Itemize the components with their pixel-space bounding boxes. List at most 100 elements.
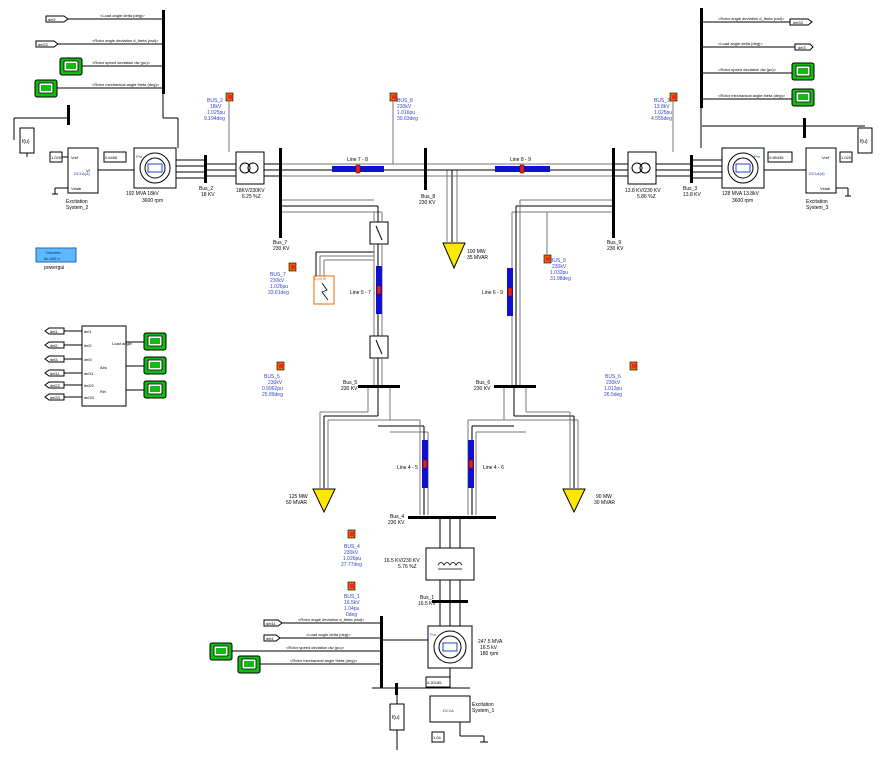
line-7-8[interactable] xyxy=(282,163,425,177)
sig-rotor-speed-dev: <Rotor speed deviation dw (pu)> xyxy=(286,645,345,650)
bus1-kv: 16.5 KV xyxy=(418,601,436,607)
measurement-icon[interactable] xyxy=(288,262,297,272)
bus5-name: Bus_5 xyxy=(343,380,357,386)
load6-p: 90 MW xyxy=(596,494,612,500)
gen2-signal-area: del2 <Load angle delta (deg)> del22 <Rot… xyxy=(34,10,179,148)
from-tag[interactable]: del2 xyxy=(50,343,58,348)
goto-tag-icon[interactable] xyxy=(45,15,69,23)
scope-icon[interactable] xyxy=(34,79,58,98)
meas-bus9-name: BUS_9 xyxy=(550,258,566,264)
meas-bus3-name: BUS_3 xyxy=(654,98,670,104)
line-6-9[interactable] xyxy=(507,200,521,385)
scope-icon[interactable] xyxy=(237,655,261,674)
transformer-t3[interactable] xyxy=(627,151,657,185)
meas-bus2-name: BUS_2 xyxy=(207,98,223,104)
exciter-block[interactable] xyxy=(805,147,837,194)
line-5-7[interactable] xyxy=(373,244,383,336)
scope-icon[interactable] xyxy=(59,57,83,76)
breaker-top-57[interactable] xyxy=(369,221,389,245)
meas-bus3-ang: 4.555deg xyxy=(651,116,672,122)
goto-tag-icon[interactable] xyxy=(35,40,59,48)
vref-value: 0.6496 xyxy=(105,155,118,160)
scope-icon[interactable] xyxy=(791,88,815,107)
meas-bus1-v: 16.5kV xyxy=(344,600,360,606)
exciter-label: DC1A(4) xyxy=(809,171,825,176)
meas-bus4-ang: 27.77deg xyxy=(341,562,362,568)
fu-label: f(u) xyxy=(860,139,868,145)
load-triangle-icon[interactable] xyxy=(442,242,466,270)
meas-bus5-pu: 0.9962pu xyxy=(262,386,283,392)
goto-tag-icon[interactable] xyxy=(263,619,283,627)
bus9-bar xyxy=(612,148,615,238)
load-triangle-icon[interactable] xyxy=(562,488,586,514)
t2-rating: 18KV/230KV xyxy=(236,188,265,194)
breaker-bottom-57[interactable] xyxy=(369,335,389,359)
pref-const[interactable] xyxy=(839,151,853,163)
scope-icon[interactable] xyxy=(143,380,167,399)
goto-tag-icon[interactable] xyxy=(794,43,814,51)
measurement-icon[interactable] xyxy=(347,581,356,591)
exc-name-1: Excitation xyxy=(472,702,494,708)
measurement-icon[interactable] xyxy=(669,92,678,102)
transformer-t2[interactable] xyxy=(235,151,265,185)
gen1-controls: 0.20185 f(u) DC1A Excitation System_1 1.… xyxy=(389,668,494,750)
bus7-bar xyxy=(279,148,282,238)
svg-text:del2: del2 xyxy=(84,343,92,348)
meas-bus9-pu: 1.032pu xyxy=(550,270,568,276)
vref-const[interactable] xyxy=(103,151,127,163)
vref-const[interactable] xyxy=(767,151,793,163)
fu-block[interactable] xyxy=(857,127,873,154)
line-7-8-label: Line 7 - 8 xyxy=(347,157,368,163)
goto-tag-icon[interactable] xyxy=(263,634,281,642)
out-rel: Rel xyxy=(100,389,106,394)
from-tag[interactable]: del3 xyxy=(50,357,58,362)
scope-icon[interactable] xyxy=(209,642,233,661)
measurement-icon[interactable] xyxy=(629,361,638,371)
bus5-bar xyxy=(358,385,400,388)
scope-icon[interactable] xyxy=(143,356,167,375)
meas-bus1-ang: 0deg xyxy=(346,612,357,618)
sig-load-angle: <Load angle delta (deg)> xyxy=(718,41,763,46)
bus7-name: Bus_7 xyxy=(273,240,287,246)
measurement-icon[interactable] xyxy=(389,92,398,102)
gen1-machine[interactable]: Pm xyxy=(427,625,473,669)
from-tag[interactable]: del22 xyxy=(50,383,61,388)
load-triangle-icon[interactable] xyxy=(312,488,336,514)
pref-const[interactable] xyxy=(431,731,445,743)
from-tag[interactable]: del11 xyxy=(50,371,60,376)
gen3-signal-area: <Rotor angle deviation d_theta (rad)> de… xyxy=(700,8,815,148)
out-load-angle: Load angle xyxy=(112,341,133,346)
vref-const[interactable] xyxy=(425,676,451,688)
bus1-name: Bus_1 xyxy=(420,595,434,601)
gen3-machine[interactable]: Pm 128 MVA 13.8kV 3600 rpm xyxy=(721,147,765,204)
from-tag[interactable]: del33 xyxy=(50,395,61,400)
measurement-icon[interactable] xyxy=(347,529,356,539)
measurement-icon[interactable] xyxy=(276,361,285,371)
bus-selector[interactable] xyxy=(162,10,165,94)
meas-bus1-name: BUS_1 xyxy=(344,594,360,600)
t1-z: 5.76 %Z xyxy=(398,564,417,570)
exciter-block[interactable] xyxy=(67,147,99,194)
bus3-kv: 13.8 KV xyxy=(683,192,701,198)
gen2-machine[interactable]: Pm 192 MVA 18kV 3600 rpm xyxy=(126,147,205,204)
bus-selector[interactable] xyxy=(380,616,383,688)
scope-icon[interactable] xyxy=(791,62,815,81)
gen2-speed: 3600 rpm xyxy=(142,198,163,204)
exc-name-1: Excitation xyxy=(806,199,828,205)
exc-name-2: System_1 xyxy=(472,708,494,714)
line-4-5[interactable] xyxy=(419,420,429,515)
scope-icon[interactable] xyxy=(143,332,167,351)
goto-tag-icon[interactable] xyxy=(789,18,813,26)
from-tag[interactable]: del1 xyxy=(50,329,58,334)
load5-p: 125 MW xyxy=(289,494,308,500)
measurement-icon[interactable] xyxy=(225,92,234,102)
powergui-block[interactable]: Discrete 5e-005 s powergui xyxy=(35,247,77,271)
transformer-t1[interactable] xyxy=(425,547,475,581)
line-8-9[interactable] xyxy=(427,163,612,177)
bus-selector[interactable] xyxy=(700,8,703,108)
gen1-kv: 16.5 kV xyxy=(480,645,498,651)
angle-subsystem[interactable] xyxy=(81,325,127,407)
load6-q: 30 MVAR xyxy=(594,500,615,506)
line-4-6[interactable] xyxy=(467,420,477,515)
exciter-block[interactable] xyxy=(429,695,471,723)
